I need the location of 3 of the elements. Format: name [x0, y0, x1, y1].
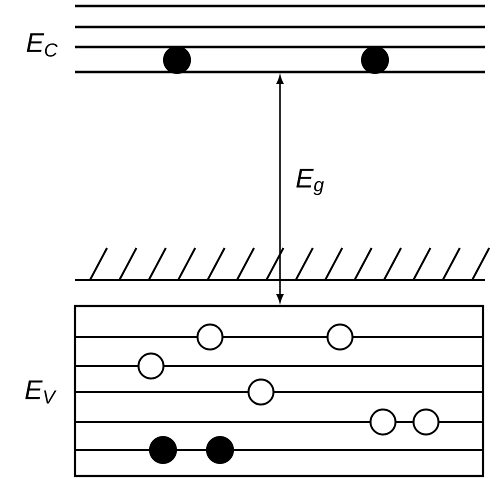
energy-label: E$_{C}$ [26, 33, 58, 57]
energy-label: E$_{V}$ [25, 380, 57, 404]
energy-label: E$_{g}$ [296, 168, 324, 196]
